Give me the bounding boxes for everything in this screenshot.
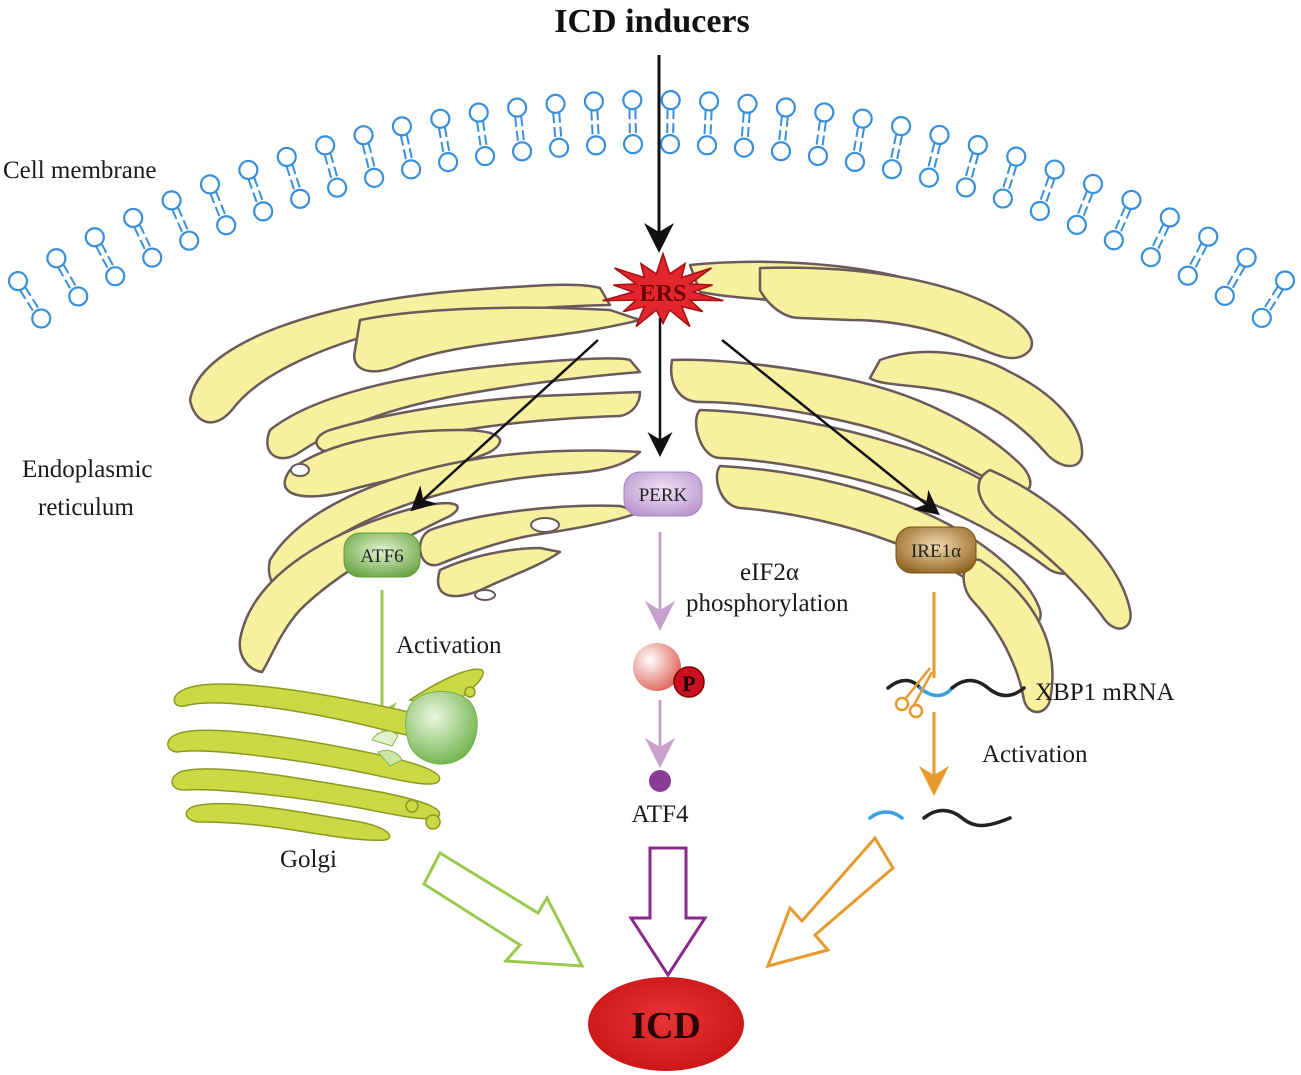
phospholipid-icon xyxy=(391,116,422,180)
golgi-apparatus xyxy=(167,668,484,842)
phospholipid-icon xyxy=(507,97,533,162)
phospholipid-icon xyxy=(622,90,644,155)
phospholipid-icon xyxy=(1140,207,1180,268)
phospholipid-icon xyxy=(1251,270,1296,329)
phospholipid-icon xyxy=(46,248,89,307)
green-hollow-arrow xyxy=(422,850,585,968)
phospholipid-icon xyxy=(430,108,459,173)
purple-hollow-arrow xyxy=(628,846,708,978)
scissors-icon xyxy=(894,667,934,719)
xbp1-label: XBP1 mRNA xyxy=(1035,679,1175,706)
ire1a-node: IRE1α xyxy=(895,526,977,574)
phosphate-badge xyxy=(673,666,705,698)
atf6-cleaved-protein-icon xyxy=(371,690,478,767)
phospholipid-icon xyxy=(844,108,873,173)
ire1a-label: IRE1α xyxy=(911,541,961,562)
phospholipid-icon xyxy=(123,207,163,268)
phospholipid-icon xyxy=(468,102,496,167)
eif2a-label-line2: phosphorylation xyxy=(686,590,849,617)
phospholipid-icon xyxy=(1177,226,1219,286)
orange-hollow-arrow xyxy=(765,835,895,969)
phospholipid-icon xyxy=(7,271,52,329)
phospholipid-icon xyxy=(733,93,758,158)
phospholipid-icon xyxy=(918,124,950,188)
phospholipid-icon xyxy=(84,227,126,287)
atf6-node: ATF6 xyxy=(343,532,421,578)
ers-to-atf6-arrow xyxy=(410,339,599,512)
phospholipid-icon xyxy=(770,97,796,162)
icd-label: ICD xyxy=(631,1005,701,1047)
atf4-dot xyxy=(649,770,671,792)
phospholipid-icon xyxy=(315,135,348,198)
perk-label: PERK xyxy=(639,485,688,506)
er-label-line2: reticulum xyxy=(38,494,134,521)
phospholipid-icon xyxy=(1029,159,1065,222)
atf6-label: ATF6 xyxy=(360,546,403,567)
icd-node: ICD xyxy=(588,977,744,1071)
phospholipid-icon xyxy=(161,190,200,251)
phospholipid-icon xyxy=(199,174,237,236)
er-label-line1: Endoplasmic xyxy=(22,456,153,483)
phospholipid-icon xyxy=(583,91,607,156)
phosphate-label: P xyxy=(682,671,695,696)
phospholipid-icon xyxy=(1214,247,1257,306)
activation-right-label: Activation xyxy=(982,741,1088,768)
phospholipid-icon xyxy=(353,125,385,188)
phosphorylated-eif2a: P xyxy=(633,643,705,698)
cell-membrane-label: Cell membrane xyxy=(3,157,156,184)
phospholipid-icon xyxy=(276,146,311,209)
phospholipid-icon xyxy=(659,90,681,155)
ers-star-burst-icon: ERS xyxy=(602,251,724,328)
ers-to-ire1a-arrow xyxy=(721,339,940,516)
endoplasmic-reticulum xyxy=(188,260,1132,714)
phospholipid-icon xyxy=(1103,189,1142,251)
phospholipid-icon xyxy=(992,146,1027,209)
phospholipid-icon xyxy=(696,91,720,156)
cell-membrane xyxy=(7,90,1296,329)
title: ICD inducers xyxy=(554,3,750,40)
phospholipid-icon xyxy=(545,93,570,158)
eif2a-label-line1: eIF2α xyxy=(740,559,799,586)
phospholipid-icon xyxy=(1066,173,1104,236)
perk-node: PERK xyxy=(623,471,703,517)
er-small-highlights xyxy=(290,463,560,601)
ers-label: ERS xyxy=(640,281,687,307)
phospholipid-icon xyxy=(955,134,988,198)
golgi-label: Golgi xyxy=(280,846,337,873)
phospholipid-icon xyxy=(881,116,912,180)
phospholipid-icon xyxy=(238,159,274,222)
atf4-label: ATF4 xyxy=(632,801,689,828)
spliced-xbp1-strand xyxy=(868,808,1012,828)
phospholipid-icon xyxy=(807,102,835,167)
activation-left-label: Activation xyxy=(396,632,502,659)
